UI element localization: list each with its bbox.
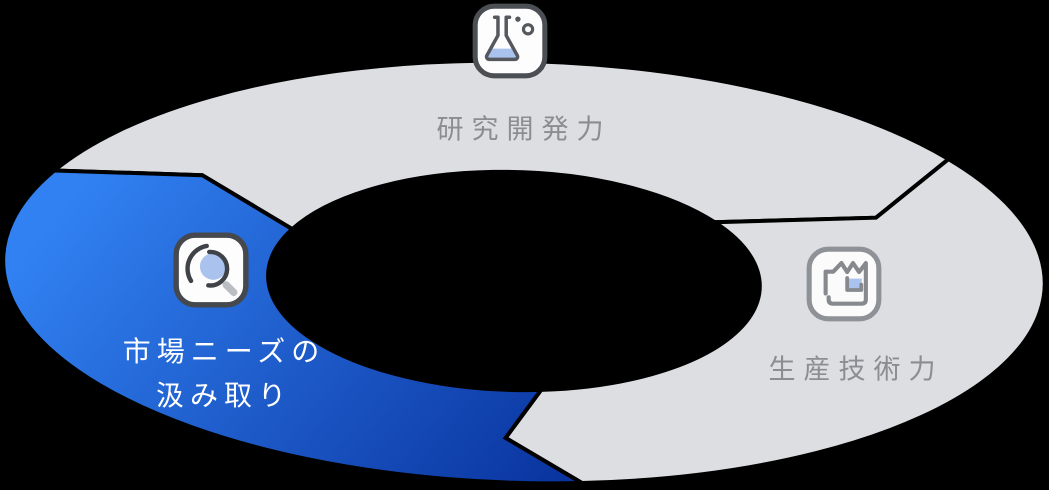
bubble-circle	[521, 23, 535, 36]
lens-handle	[222, 281, 238, 297]
lens-swirl	[185, 243, 209, 284]
segment-label-market-line2: 汲み取り	[155, 380, 293, 411]
segment-label-research: 研究開発力	[436, 114, 612, 145]
lens-ring	[206, 249, 230, 288]
segment-market	[1, 168, 590, 486]
factory-window	[848, 278, 862, 289]
segment-label-market: 市場ニーズの 汲み取り	[123, 330, 326, 418]
segment-label-production: 生産技術力	[768, 354, 944, 385]
bubble-dot	[515, 16, 521, 22]
search-icon	[173, 232, 249, 308]
segment-label-market-line1: 市場ニーズの	[122, 336, 326, 367]
segment-production	[502, 156, 1047, 486]
segment-research	[48, 58, 953, 232]
production-icon-box	[806, 246, 882, 322]
lens-fill	[199, 253, 227, 280]
research-icon-box	[472, 3, 548, 79]
market-icon-box	[173, 232, 249, 308]
factory-icon	[806, 246, 882, 322]
flask-liquid	[487, 48, 518, 59]
flask-icon	[472, 3, 548, 79]
